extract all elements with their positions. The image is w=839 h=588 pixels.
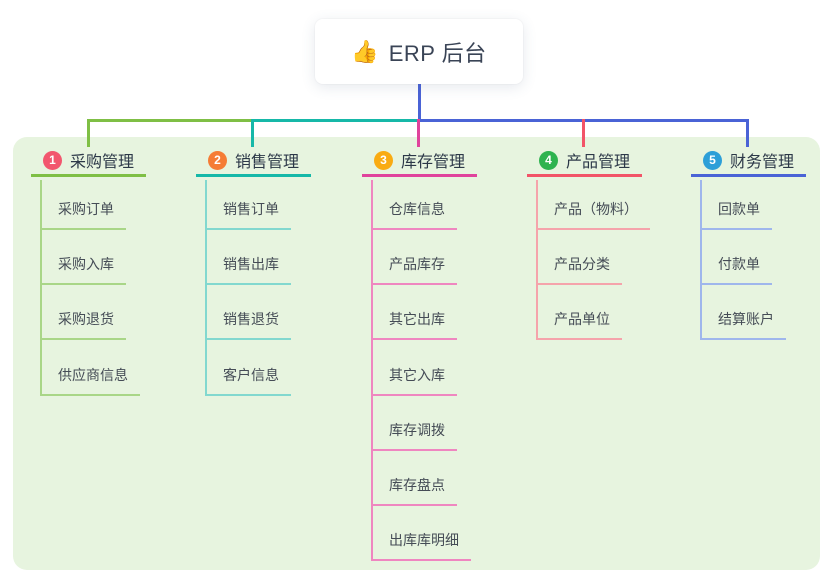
branch-spine-line [371, 180, 373, 561]
drop-line-inventory [417, 119, 420, 147]
child-node[interactable]: 结算账户 [700, 298, 786, 340]
branch-number-badge: 2 [208, 150, 227, 170]
child-label: 采购订单 [58, 201, 114, 217]
child-label: 其它出库 [389, 311, 445, 327]
child-node[interactable]: 采购退货 [40, 298, 126, 340]
child-label: 仓库信息 [389, 201, 445, 217]
child-label: 回款单 [718, 201, 760, 217]
child-node[interactable]: 销售退货 [205, 298, 291, 340]
child-label: 出库库明细 [389, 532, 459, 548]
branch-node-finance[interactable]: 5 财务管理 [691, 146, 806, 177]
child-node[interactable]: 出库库明细 [371, 519, 471, 561]
child-node[interactable]: 库存盘点 [371, 464, 457, 506]
child-label: 库存盘点 [389, 477, 445, 493]
branch-label: 产品管理 [566, 154, 631, 171]
branch-node-product[interactable]: 4 产品管理 [527, 146, 642, 177]
child-label: 产品单位 [554, 311, 610, 327]
child-node[interactable]: 采购订单 [40, 188, 126, 230]
child-label: 结算账户 [718, 311, 774, 327]
child-label: 产品分类 [554, 256, 610, 272]
drop-line-purchase [87, 119, 90, 147]
connector-segment-green [87, 119, 253, 122]
child-node[interactable]: 客户信息 [205, 354, 291, 396]
child-label: 销售出库 [223, 256, 279, 272]
branch-number-badge: 3 [374, 150, 393, 170]
thumbs-up-icon: 👍 [351, 38, 379, 64]
drop-line-sales [251, 119, 254, 147]
branch-spine-line [536, 180, 538, 340]
child-node[interactable]: 产品库存 [371, 243, 457, 285]
child-node[interactable]: 其它出库 [371, 298, 457, 340]
branch-node-sales[interactable]: 2 销售管理 [196, 146, 311, 177]
branch-node-purchase[interactable]: 1 采购管理 [31, 146, 146, 177]
branch-number-badge: 1 [43, 150, 62, 170]
branch-label: 财务管理 [730, 154, 795, 171]
child-node[interactable]: 供应商信息 [40, 354, 140, 396]
branch-label: 采购管理 [70, 154, 135, 171]
child-label: 产品库存 [389, 256, 445, 272]
child-label: 销售订单 [223, 201, 279, 217]
branch-label: 销售管理 [235, 154, 300, 171]
child-label: 库存调拨 [389, 422, 445, 438]
drop-line-product [582, 119, 585, 147]
child-node[interactable]: 销售出库 [205, 243, 291, 285]
child-label: 采购入库 [58, 256, 114, 272]
child-label: 其它入库 [389, 367, 445, 383]
child-label: 销售退货 [223, 311, 279, 327]
child-node[interactable]: 产品单位 [536, 298, 622, 340]
child-label: 产品（物料） [554, 201, 638, 217]
root-node[interactable]: 👍 ERP 后台 [315, 19, 523, 84]
root-connector-line [418, 84, 421, 120]
branch-number-badge: 5 [703, 150, 722, 170]
child-node[interactable]: 仓库信息 [371, 188, 457, 230]
child-node[interactable]: 产品分类 [536, 243, 622, 285]
branch-spine-line [205, 180, 207, 396]
child-node[interactable]: 销售订单 [205, 188, 291, 230]
branch-node-inventory[interactable]: 3 库存管理 [362, 146, 477, 177]
child-label: 付款单 [718, 256, 760, 272]
child-label: 客户信息 [223, 367, 279, 383]
child-node[interactable]: 采购入库 [40, 243, 126, 285]
branch-spine-line [700, 180, 702, 340]
branch-spine-line [40, 180, 42, 396]
drop-line-finance [746, 119, 749, 147]
branch-label: 库存管理 [401, 154, 466, 171]
connector-segment-teal [253, 119, 418, 122]
branch-number-badge: 4 [539, 150, 558, 170]
child-node[interactable]: 其它入库 [371, 354, 457, 396]
child-node[interactable]: 库存调拨 [371, 409, 457, 451]
root-title: ERP 后台 [388, 40, 487, 66]
child-node[interactable]: 回款单 [700, 188, 772, 230]
child-node[interactable]: 产品（物料） [536, 188, 650, 230]
child-node[interactable]: 付款单 [700, 243, 772, 285]
child-label: 采购退货 [58, 311, 114, 327]
child-label: 供应商信息 [58, 367, 128, 383]
branches-background-panel [13, 137, 820, 570]
